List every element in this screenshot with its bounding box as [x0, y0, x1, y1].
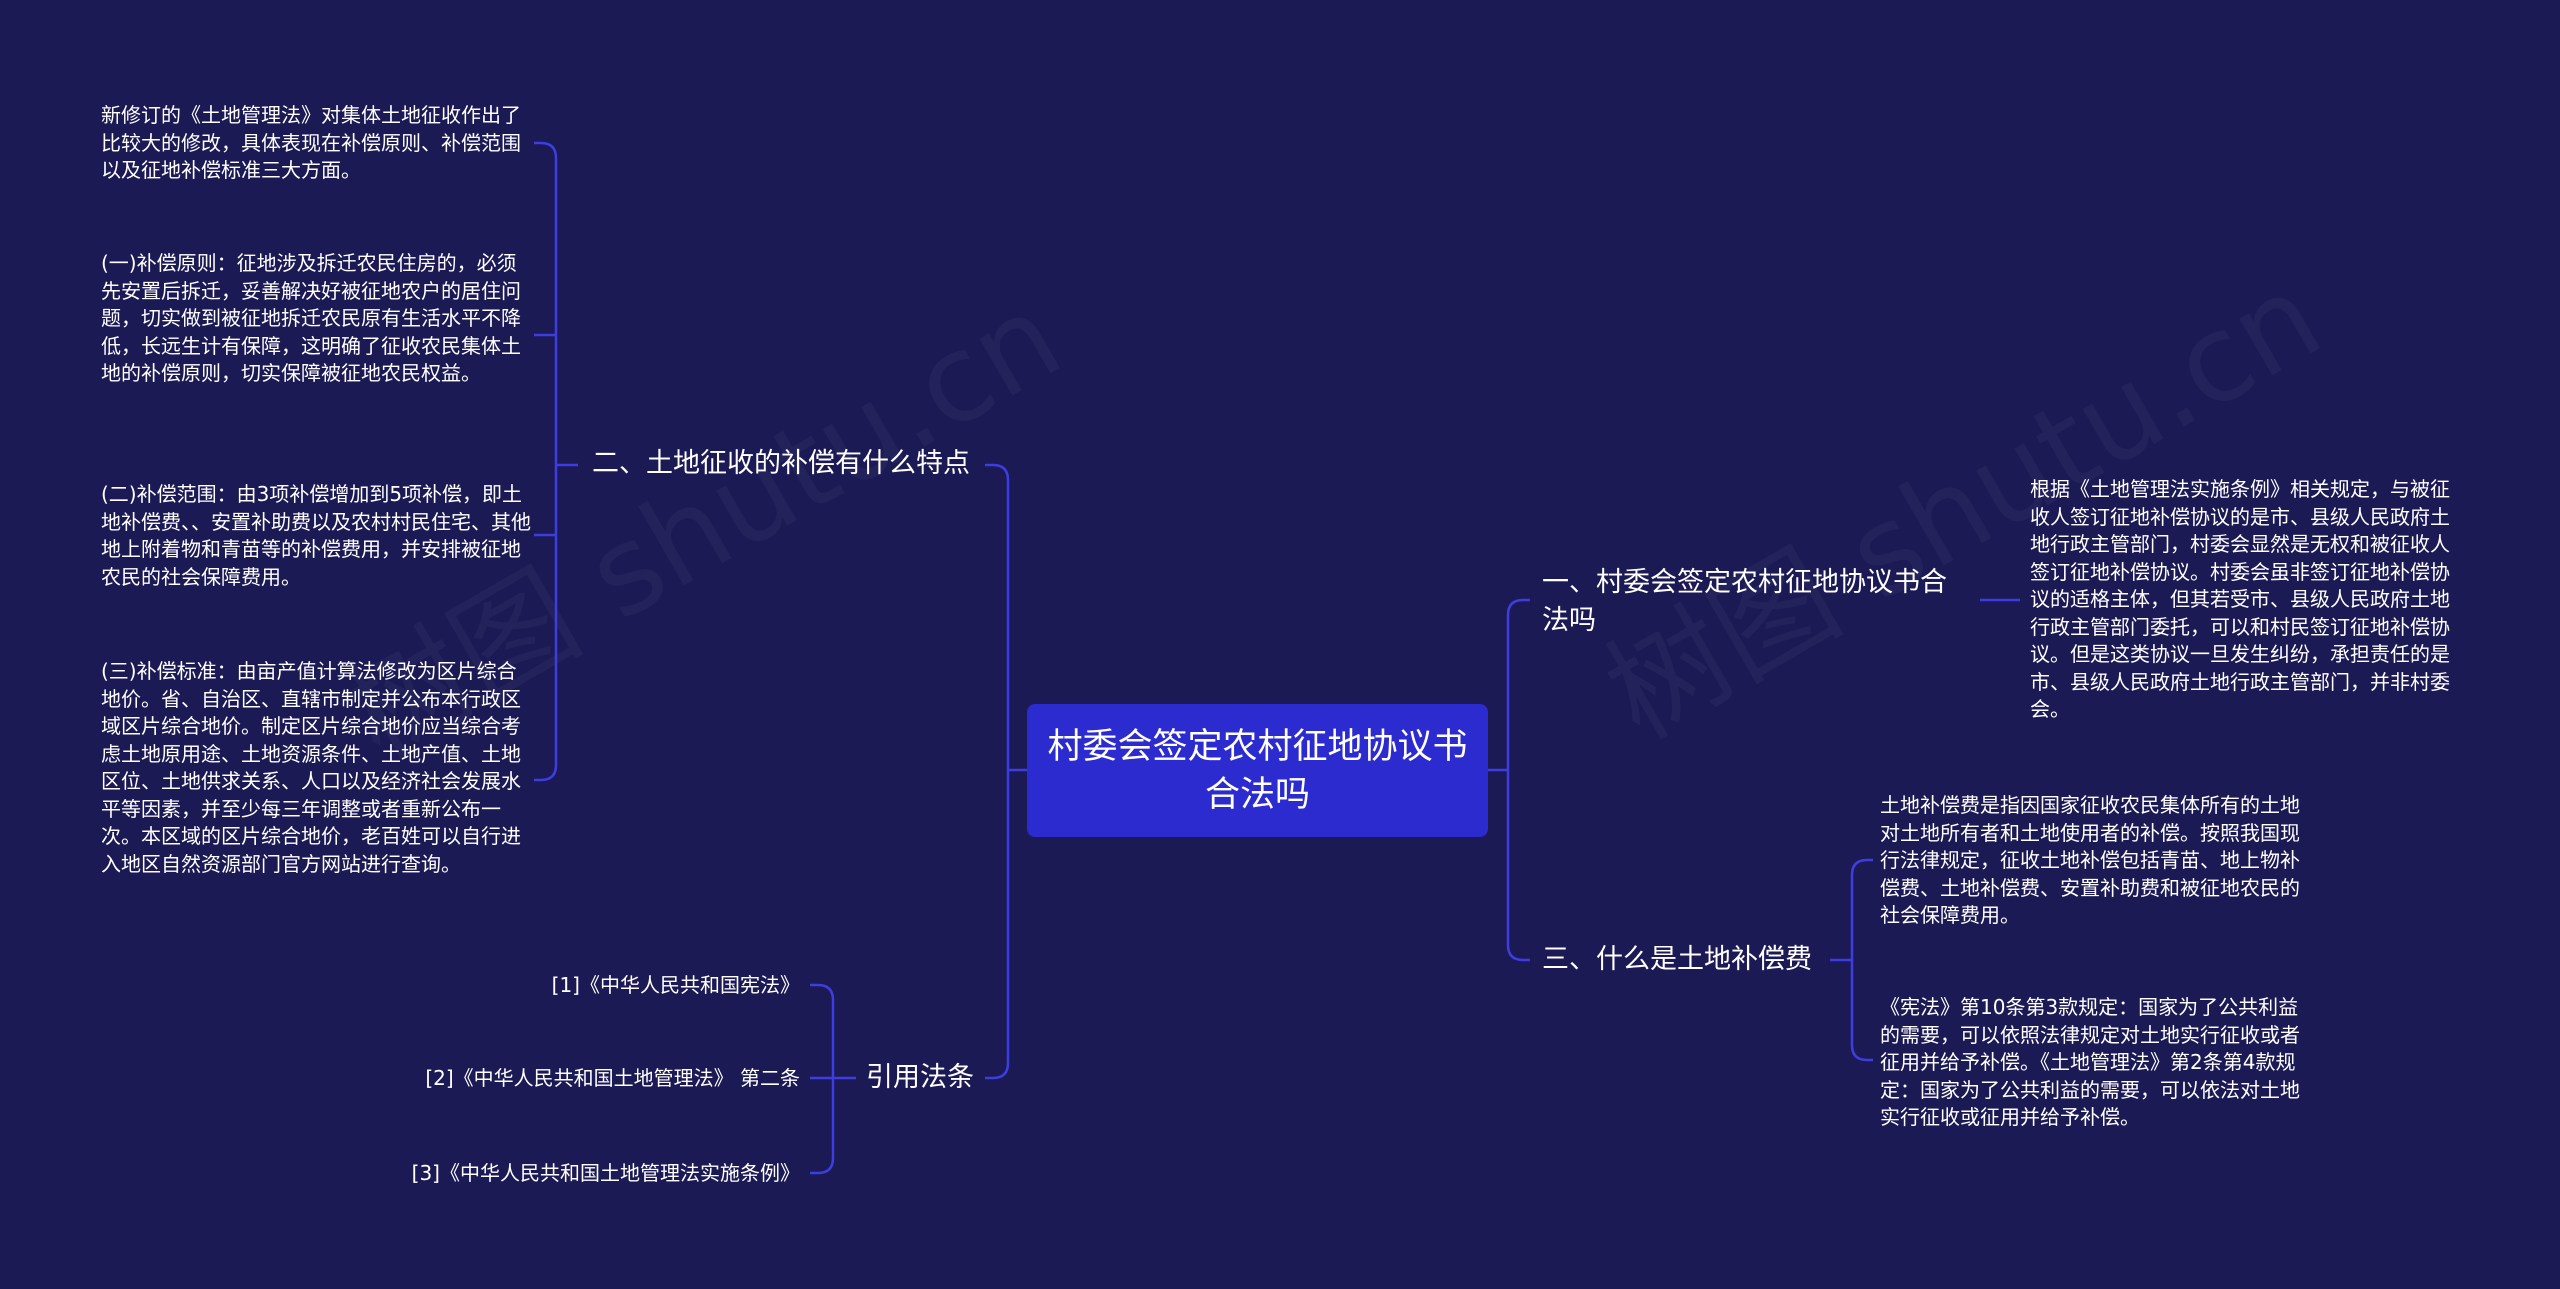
branch-4-title[interactable]: 引用法条 [866, 1062, 974, 1093]
branch-2-leaf-3: (二)补偿范围：由3项补偿增加到5项补偿，即土地补偿费、、安置补助费以及农村村民… [101, 482, 531, 589]
link-b4-ref3 [810, 1157, 835, 1175]
branch-2-title[interactable]: 二、土地征收的补偿有什么特点 [592, 448, 970, 479]
branch-2-leaf-2: (一)补偿原则：征地涉及拆迁农民住房的，必须先安置后拆迁，妥善解决好被征地农户的… [101, 251, 521, 385]
branch-1-title[interactable]: 一、村委会签定农村征地协议书合法吗 [1542, 567, 1947, 636]
reference-2: [2]《中华人民共和国土地管理法》 第二条 [425, 1066, 800, 1090]
reference-3: [3]《中华人民共和国土地管理法实施条例》 [411, 1161, 800, 1185]
branch-3-leaf-2: 《宪法》第10条第3款规定：国家为了公共利益的需要，可以依照法律规定对土地实行征… [1880, 995, 2300, 1129]
link-to-b2 [985, 463, 1010, 481]
link-b4-ref1 [810, 983, 835, 1001]
root-topic[interactable]: 村委会签定农村征地协议书合法吗 [1027, 704, 1488, 837]
link-to-b1 [1506, 598, 1530, 616]
reference-1: [1]《中华人民共和国宪法》 [551, 973, 800, 997]
link-b3-leaf2 [1850, 1044, 1873, 1062]
link-b2-leaf4 [534, 764, 558, 782]
link-to-b4 [985, 1062, 1010, 1080]
link-to-b3 [1506, 944, 1530, 962]
branch-2-leaf-1: 新修订的《土地管理法》对集体土地征收作出了比较大的修改，具体表现在补偿原则、补偿… [101, 103, 521, 182]
branch-3-title[interactable]: 三、什么是土地补偿费 [1542, 944, 1812, 975]
branch-1-leaf-1: 根据《土地管理法实施条例》相关规定，与被征收人签订征地补偿协议的是市、县级人民政… [2030, 477, 2450, 721]
branch-2-leaf-4: (三)补偿标准：由亩产值计算法修改为区片综合地价。省、自治区、直辖市制定并公布本… [101, 659, 521, 876]
branch-3-leaf-1: 土地补偿费是指因国家征收农民集体所有的土地对土地所有者和土地使用者的补偿。按照我… [1880, 793, 2300, 927]
link-b2-leaf1 [534, 141, 558, 159]
link-b3-leaf1 [1850, 858, 1873, 876]
